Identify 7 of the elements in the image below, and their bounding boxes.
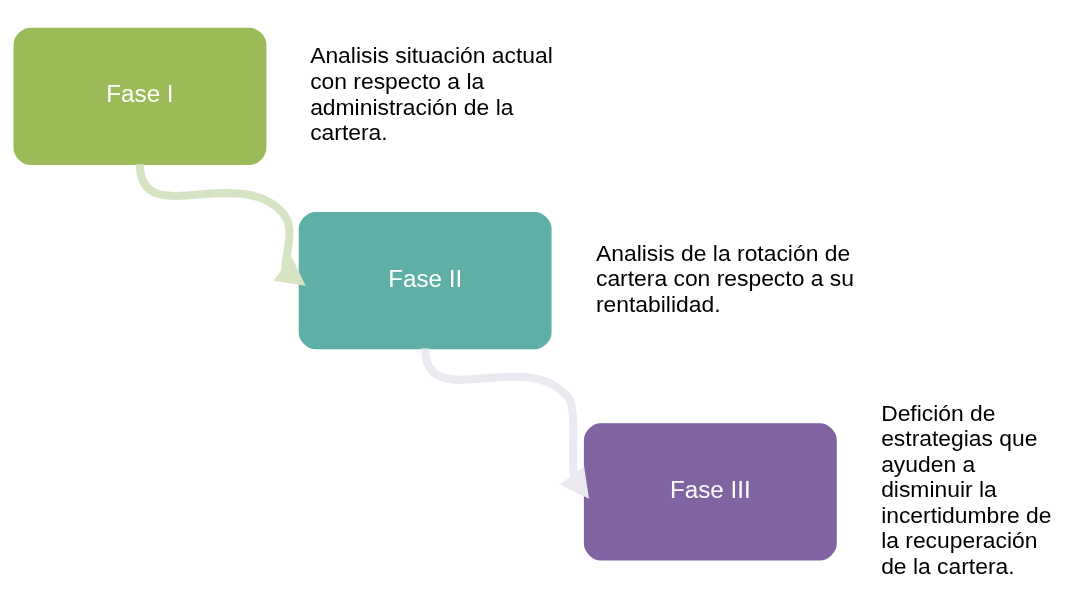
node-box: Fase I xyxy=(13,27,267,165)
node-label: Analisis de la rotación de cartera con respecto a su rentabilidad. xyxy=(595,239,854,317)
node-box: Fase III xyxy=(583,422,837,560)
arrow xyxy=(421,347,589,499)
node-label: Analisis situación actual con respecto a la administración de la cartera. xyxy=(310,41,553,145)
node-box: Fase II xyxy=(298,211,552,349)
node-label: Defición de estrategias que ayuden a disminuir la incertidumbre de la recuperación de la cartera. xyxy=(881,399,1052,579)
